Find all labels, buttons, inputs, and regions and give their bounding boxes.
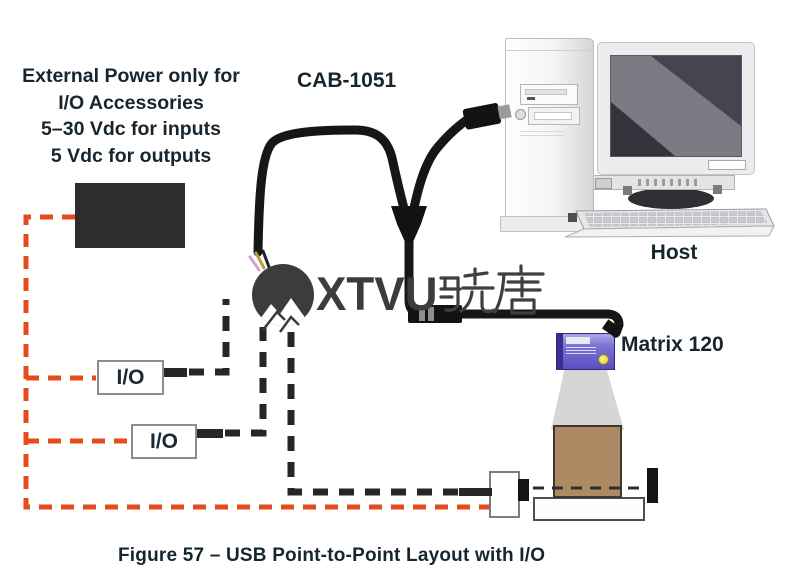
reader-led-icon xyxy=(598,354,609,365)
matrix-120-reader xyxy=(556,333,615,370)
external-power-supply xyxy=(75,183,185,248)
io-box-bottom-label: I/O xyxy=(149,429,178,453)
monitor-base xyxy=(628,188,714,209)
power-wiring-red xyxy=(23,214,489,510)
io-box-top-lead xyxy=(164,368,187,377)
monitor-vents xyxy=(638,179,700,186)
external-power-note: External Power only for I/O Accessories … xyxy=(8,63,254,169)
power-note-line4: 5 Vdc for outputs xyxy=(50,144,212,167)
flying-leads xyxy=(248,249,271,272)
monitor-badge xyxy=(708,160,746,170)
presence-sensor-emitter xyxy=(518,479,529,501)
tower-base xyxy=(500,216,594,232)
monitor-foot xyxy=(623,186,632,195)
cable-y-junction xyxy=(391,206,427,242)
power-note-line2: I/O Accessories xyxy=(58,91,204,114)
monitor-control-bar xyxy=(585,175,735,190)
watermark-cjk-glyphs xyxy=(439,264,545,315)
cd-drive xyxy=(520,84,578,105)
io-box-top: I/O xyxy=(97,360,164,395)
cable-label: CAB-1051 xyxy=(297,69,397,92)
tower-vents xyxy=(520,131,564,139)
keyboard xyxy=(564,208,775,238)
io-wiring-black xyxy=(189,299,460,496)
cable-right-branch xyxy=(408,112,476,218)
mountain-circle-icon xyxy=(252,264,314,333)
screen-reflection-bottom xyxy=(611,102,675,156)
reader-label: Matrix 120 xyxy=(621,333,724,356)
sensor-lead xyxy=(459,488,492,496)
pc-tower xyxy=(505,38,594,230)
reader-light-beam xyxy=(551,367,624,430)
watermark-latin-text: XTVU xyxy=(316,267,438,320)
power-button-icon xyxy=(515,109,526,120)
io-box-top-label: I/O xyxy=(116,365,145,389)
figure-caption: Figure 57 – USB Point-to-Point Layout wi… xyxy=(118,545,546,566)
presence-sensor xyxy=(489,471,520,518)
cable-to-reader xyxy=(404,231,624,338)
reader-label-plate xyxy=(566,337,590,344)
sensor-reflector xyxy=(647,468,658,503)
host-label: Host xyxy=(650,241,698,264)
monitor-screen xyxy=(610,55,742,157)
tower-seam xyxy=(506,50,593,51)
floppy-drive xyxy=(528,107,580,125)
power-note-line3: 5–30 Vdc for inputs xyxy=(41,118,221,140)
monitor-foot xyxy=(713,185,722,194)
parcel-box xyxy=(553,425,622,498)
io-box-bottom-lead xyxy=(197,429,223,438)
conveyor-platform xyxy=(533,497,645,521)
cable-left-branch xyxy=(253,125,410,257)
io-box-bottom: I/O xyxy=(131,424,197,459)
inline-connector xyxy=(408,305,462,323)
monitor-button xyxy=(595,178,612,189)
power-note-line1: External Power only for xyxy=(22,65,240,87)
